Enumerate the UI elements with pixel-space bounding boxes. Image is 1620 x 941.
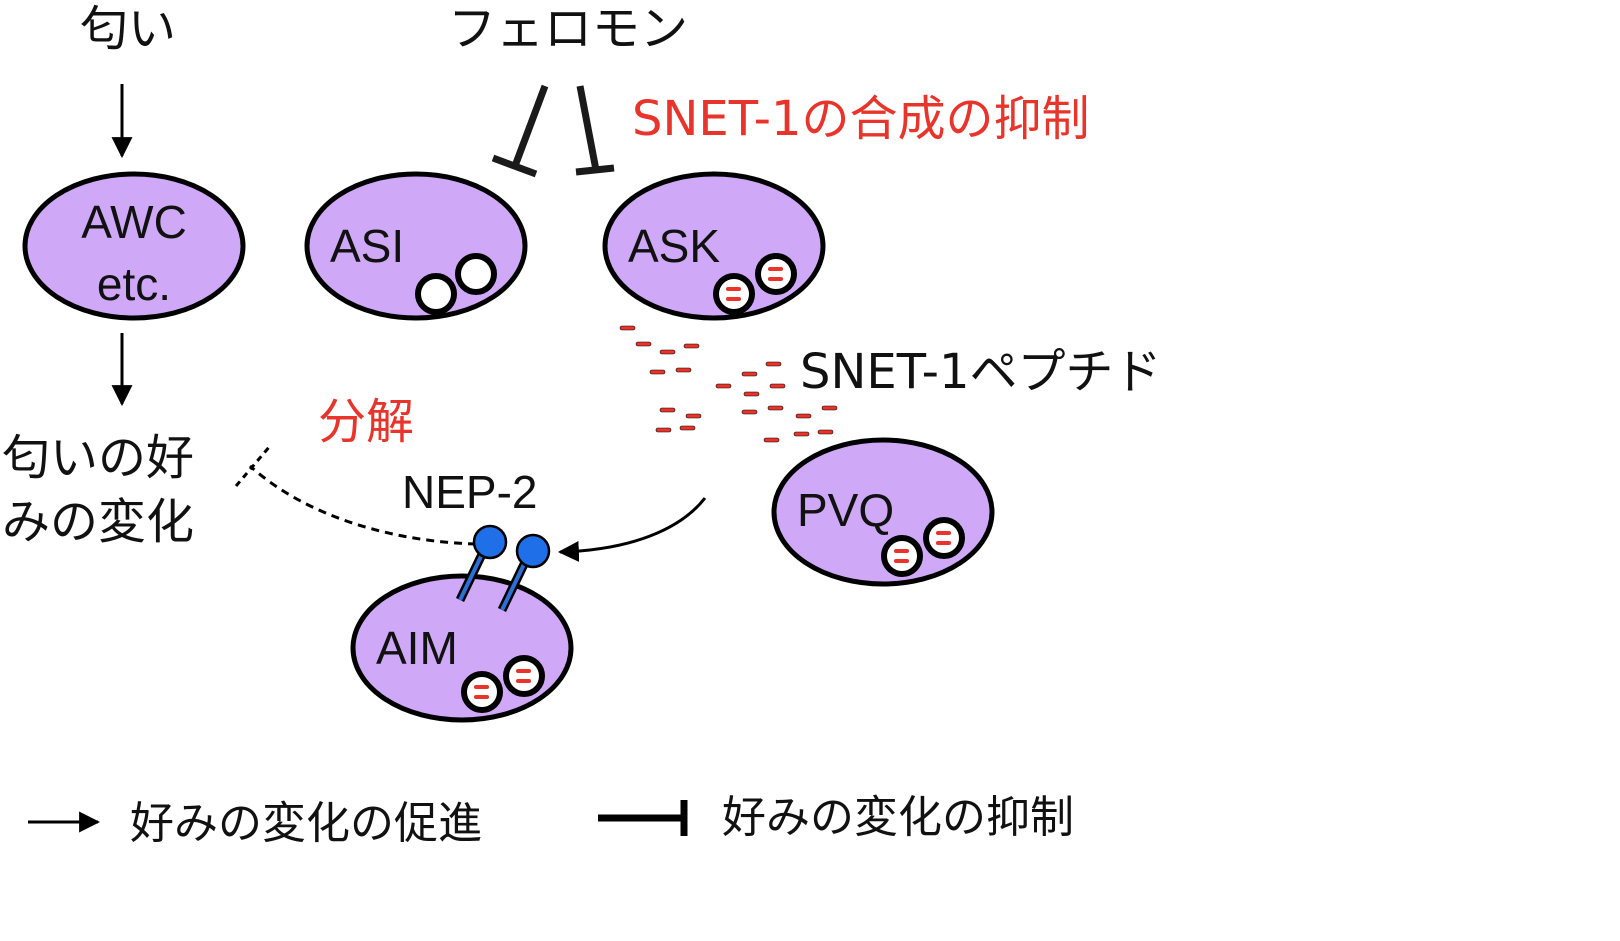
peptide-mark <box>619 325 636 331</box>
peptide-mark <box>659 407 676 413</box>
cell-pvq-label: PVQ <box>797 484 894 536</box>
nep2-inhibits-preference <box>234 445 477 546</box>
nep2-receptor-left <box>455 524 508 602</box>
cell-asi-label: ASI <box>330 220 404 272</box>
peptide-mark <box>679 425 696 431</box>
cell-asi: ASI <box>304 171 528 321</box>
peptide-mark <box>769 383 786 389</box>
cell-ask: ASK <box>602 171 826 321</box>
legend-inhibit-bar-icon <box>598 800 688 836</box>
odor-label: 匂い <box>80 1 176 57</box>
cell-aim-label: AIM <box>376 622 458 674</box>
peptide-mark <box>635 341 652 347</box>
nep2-receptor-right <box>497 533 551 612</box>
cell-pvq: PVQ <box>771 437 995 587</box>
peptide-mark <box>683 343 700 349</box>
peptide-mark <box>817 429 834 435</box>
vesicle-empty <box>415 273 457 315</box>
released-snet1-peptides <box>619 325 838 443</box>
peptide-mark <box>741 371 758 377</box>
cell-awc-label-2: etc. <box>97 258 171 310</box>
preference-change-label-1: 匂いの好 <box>2 430 194 486</box>
peptide-mark <box>655 427 672 433</box>
vesicle-peptide <box>461 671 503 713</box>
preference-change-label-2: みの変化 <box>2 494 194 550</box>
peptide-to-nep2-arrow <box>557 497 707 562</box>
peptide-mark <box>675 367 692 373</box>
peptide-mark <box>649 369 666 375</box>
peptide-mark <box>793 431 810 437</box>
legend: 好みの変化の促進 好みの変化の抑制 <box>28 792 1074 849</box>
cell-aim: AIM <box>350 573 574 723</box>
peptide-mark <box>741 409 758 415</box>
peptide-mark <box>795 413 812 419</box>
pheromone-label: フェロモン <box>448 1 688 57</box>
peptide-mark <box>743 391 760 397</box>
peptide-mark <box>821 405 838 411</box>
vesicle-peptide <box>713 273 755 315</box>
cell-awc: AWC etc. <box>22 171 246 321</box>
vesicle-peptide <box>923 517 965 559</box>
vesicle-peptide <box>755 253 797 295</box>
legend-inhibit-label: 好みの変化の抑制 <box>722 792 1074 843</box>
cell-awc-label-1: AWC <box>81 196 187 248</box>
snet1-peptide-label: SNET-1ペプチド <box>800 344 1161 400</box>
legend-promote-label: 好みの変化の促進 <box>130 798 482 849</box>
vesicle-peptide <box>503 655 545 697</box>
peptide-mark <box>765 361 782 367</box>
pheromone-inhibits-asi <box>491 84 549 178</box>
nep2-label: NEP-2 <box>402 466 537 518</box>
vesicle-empty <box>455 253 497 295</box>
vesicle-peptide <box>881 535 923 577</box>
peptide-mark <box>685 413 702 419</box>
pheromone-inhibits-ask <box>575 85 615 176</box>
peptide-mark <box>659 349 676 355</box>
cell-ask-label: ASK <box>628 220 720 272</box>
peptide-mark <box>767 405 784 411</box>
snet-synthesis-inhibition-label: SNET-1の合成の抑制 <box>632 91 1089 147</box>
peptide-mark <box>763 437 780 443</box>
peptide-mark <box>715 383 732 389</box>
degradation-label: 分解 <box>318 394 414 450</box>
